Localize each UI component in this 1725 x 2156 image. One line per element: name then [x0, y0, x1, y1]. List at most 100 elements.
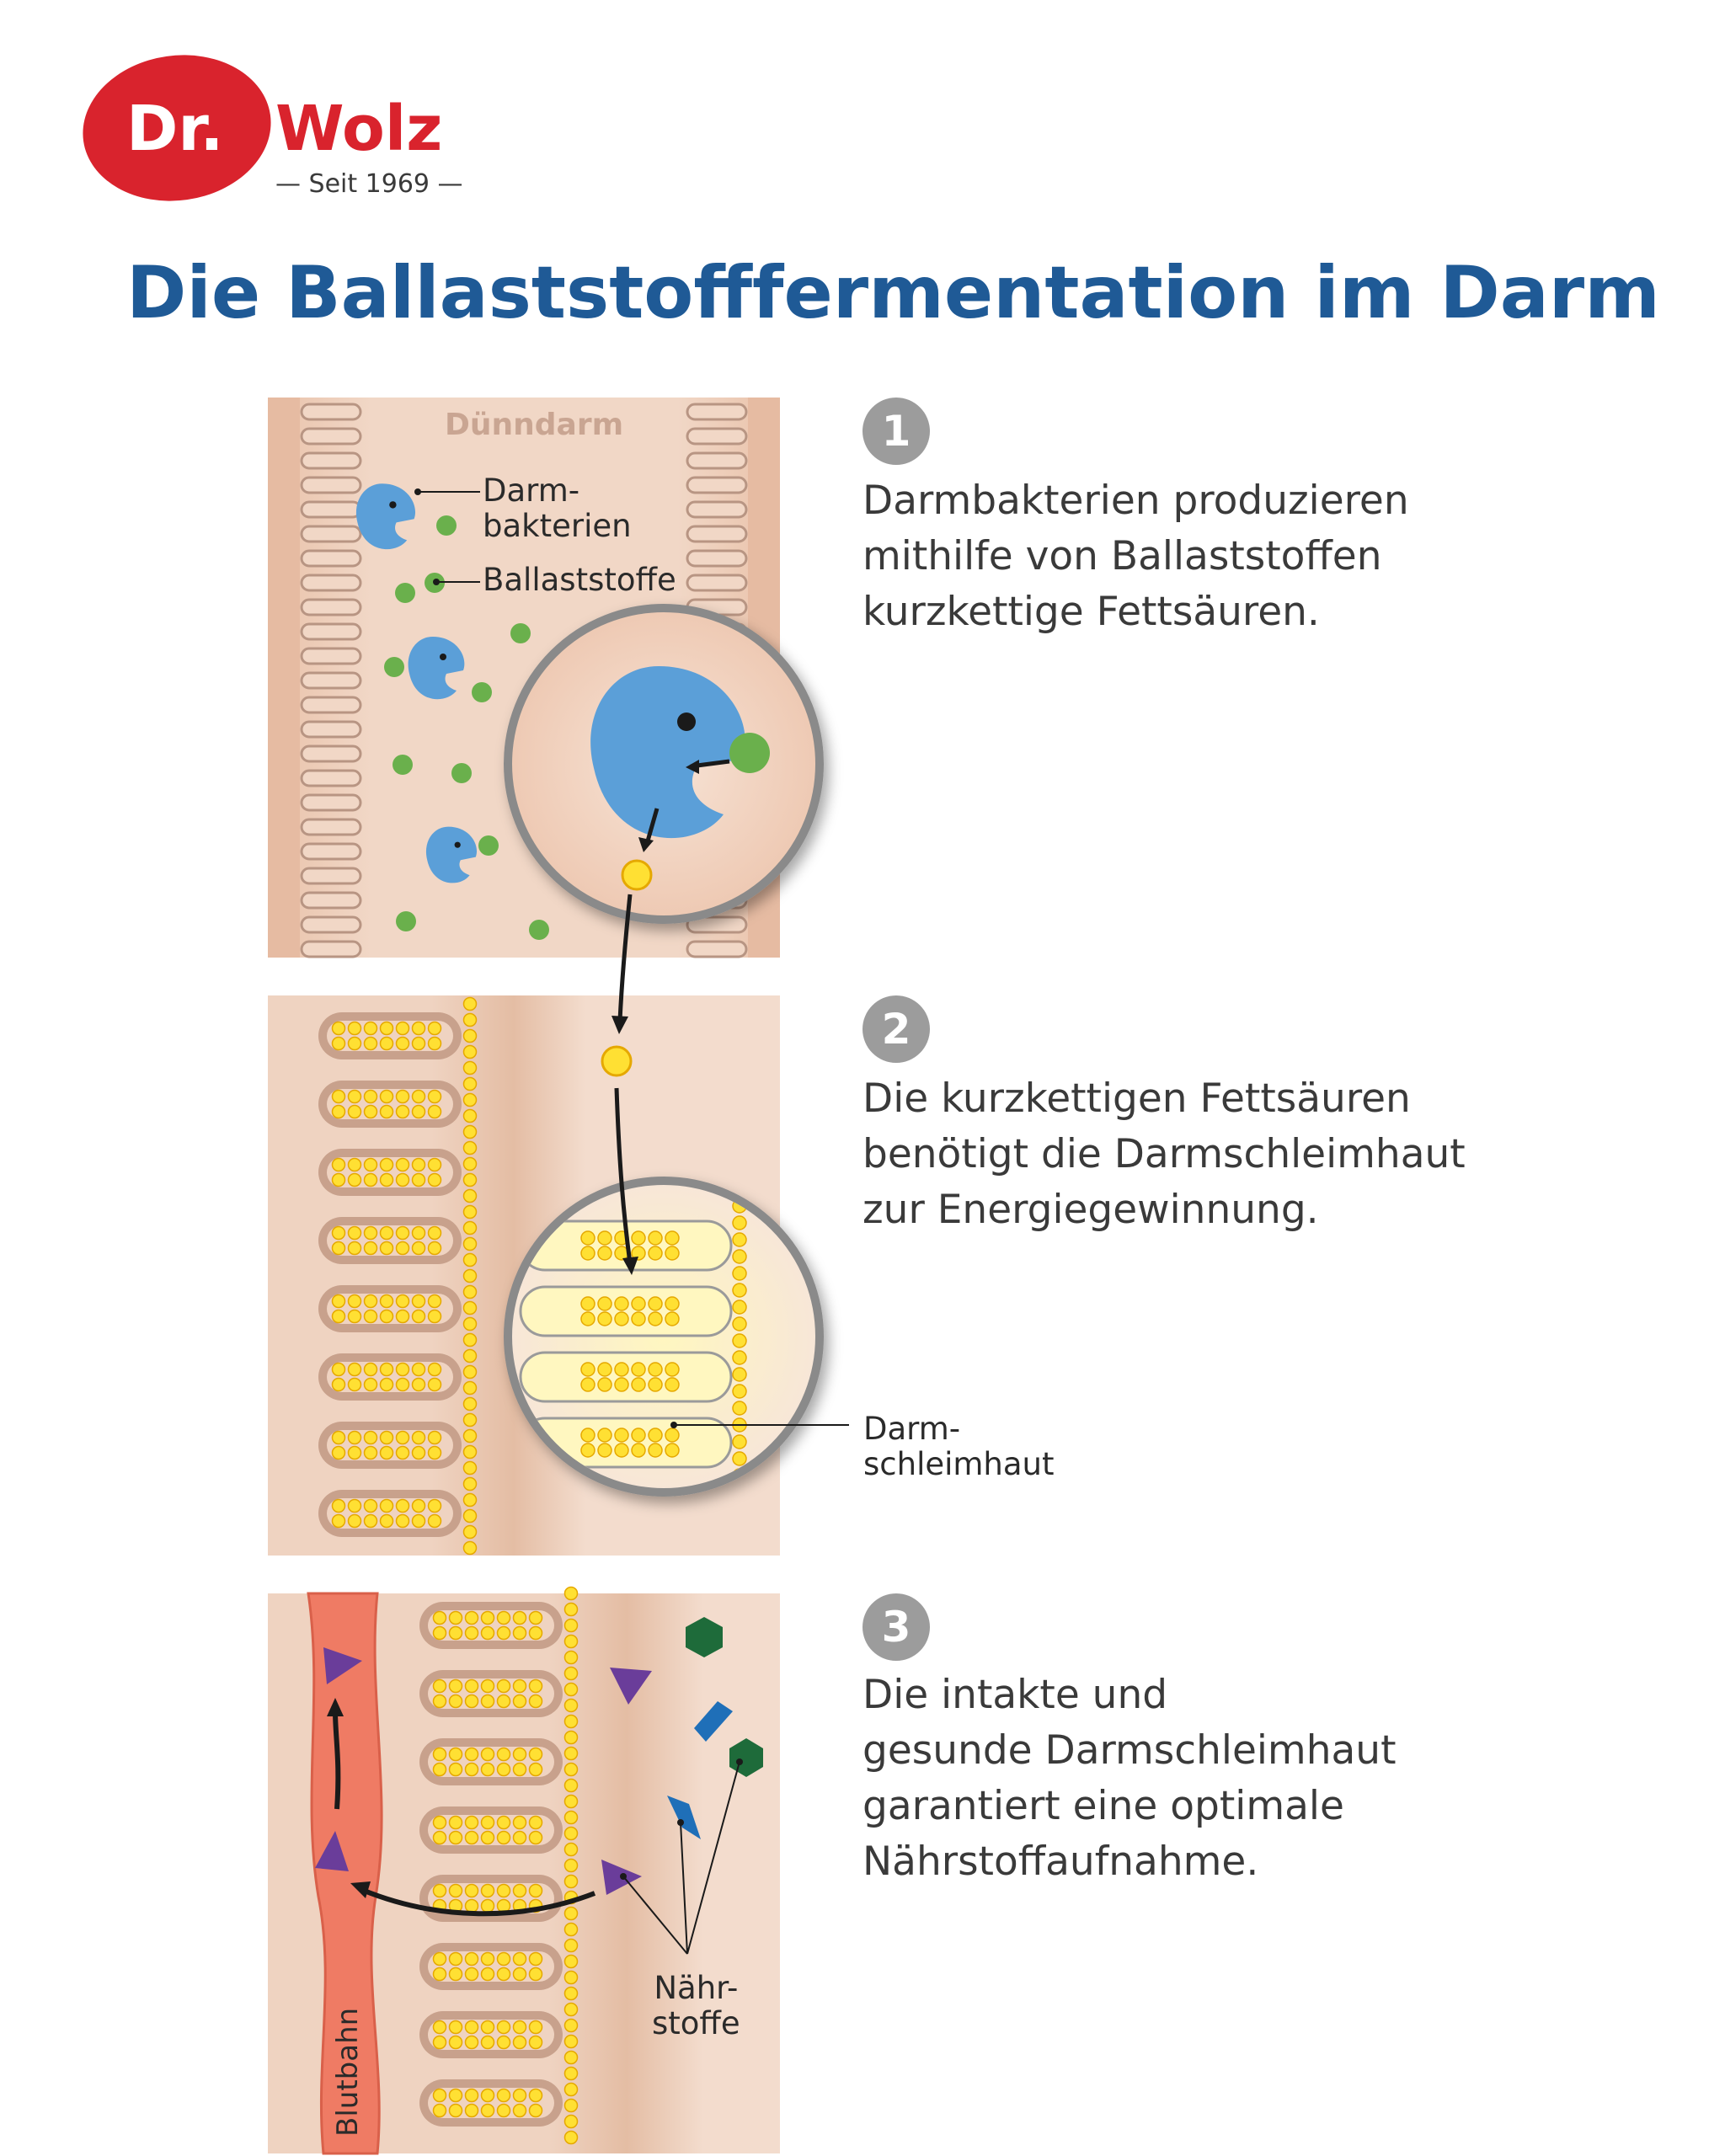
fatty-acid-dot [614, 1362, 629, 1377]
arrow-blood-flow [333, 1710, 341, 1810]
fatty-acid-dot [462, 1364, 478, 1380]
step-2-text: Die kurzkettigen Fettsäuren benötigt die… [862, 1071, 1688, 1238]
fatty-acid-dot [732, 1367, 747, 1382]
fatty-acid-dot [363, 1241, 378, 1256]
fatty-acid-dot [411, 1157, 426, 1172]
fatty-acid-dot [563, 2018, 579, 2033]
fatty-acid-dot [563, 1778, 579, 1793]
fatty-acid-dot [462, 1300, 478, 1315]
fatty-acid-dot [379, 1362, 394, 1377]
fatty-acid-dot [563, 1730, 579, 1745]
fatty-acid-dot [427, 1362, 442, 1377]
fatty-acid-dot [448, 2088, 463, 2103]
intestinal-fold [686, 549, 748, 568]
fatty-acid-dot [395, 1309, 410, 1324]
fatty-acid-dot [462, 1412, 478, 1428]
fatty-acid-dot [512, 1747, 527, 1762]
page-title: Die Ballaststofffermentation im Darm [126, 251, 1660, 335]
fatty-acid-dot [480, 1694, 495, 1709]
fatty-acid-dot [363, 1498, 378, 1513]
fatty-acid-dot [648, 1296, 663, 1311]
fatty-acid-dot [512, 1694, 527, 1709]
step-3-badge: 3 [862, 1593, 930, 1661]
fatty-acid-dot [528, 1830, 543, 1845]
dr-wolz-logo: Dr. Wolz — Seit 1969 — [83, 55, 463, 201]
panel-small-intestine: Dünndarm [268, 398, 824, 958]
fatty-acid-dot [347, 1362, 362, 1377]
intestinal-fold [300, 793, 362, 812]
fatty-acid-dot [395, 1089, 410, 1104]
fatty-acid-dot [432, 1830, 447, 1845]
fatty-acid-dot [462, 1396, 478, 1412]
fatty-acid-dot [496, 1747, 511, 1762]
fatty-acid-dot [411, 1225, 426, 1241]
fatty-acid-dot [379, 1309, 394, 1324]
intestinal-fold [300, 696, 362, 714]
intestinal-fold [300, 744, 362, 763]
fatty-acid-dot [614, 1230, 629, 1246]
fatty-acid-dot [363, 1157, 378, 1172]
fatty-acid-dot [563, 1618, 579, 1633]
fatty-acid-dot [347, 1241, 362, 1256]
fatty-acid-dot [427, 1377, 442, 1392]
fatty-acid-dot [331, 1294, 346, 1309]
fatty-acid-dot [427, 1225, 442, 1241]
fatty-acid-dot [563, 1714, 579, 1729]
fatty-acid-dot [496, 1815, 511, 1830]
fatty-acid-dot [363, 1089, 378, 1104]
fatty-acid-dot [528, 1694, 543, 1709]
fatty-acid-dot [462, 1124, 478, 1139]
fatty-acid-dot [528, 1747, 543, 1762]
bacteria-label: Darm- bakterien [483, 473, 632, 544]
intestinal-fold [300, 842, 362, 861]
step-1-line: kurzkettige Fettsäuren. [862, 589, 1320, 635]
intestinal-fold [686, 403, 748, 421]
fatty-acid-dot [563, 1698, 579, 1713]
fatty-acid-dot [462, 1188, 478, 1203]
fatty-acid-dot [597, 1443, 612, 1458]
fatty-acid-dot [427, 1157, 442, 1172]
intestinal-fold [300, 720, 362, 739]
wall-base [268, 398, 300, 958]
intestinal-fold [686, 451, 748, 470]
fatty-acid-dot [480, 1830, 495, 1845]
nutrient-triangle [610, 1668, 652, 1705]
arrow-absorption [360, 1887, 596, 1917]
fatty-acid-dot [464, 1625, 479, 1641]
fatty-acid-dot [563, 1634, 579, 1649]
fatty-acid-dot [480, 1762, 495, 1777]
fatty-acid-dot [379, 1036, 394, 1051]
fatty-acid-dot [563, 1602, 579, 1617]
bacteria-callout-dot [414, 488, 421, 495]
fatty-acid-dot [432, 1610, 447, 1625]
fatty-acid-dot [347, 1445, 362, 1460]
fatty-acid-dot [665, 1230, 680, 1246]
fatty-acid-dot [614, 1246, 629, 1261]
fatty-acid-dot [462, 1284, 478, 1299]
fatty-acid-dot [448, 2035, 463, 2050]
fatty-acid-dot [379, 1104, 394, 1119]
fatty-acid-dot [331, 1498, 346, 1513]
fatty-acid-dot [631, 1311, 646, 1326]
fatty-acid-dot [464, 1694, 479, 1709]
mucosa-label: Darm- schleimhaut [863, 1412, 1055, 1482]
mucosa-villi [318, 996, 478, 1556]
fatty-acid-dot [480, 1951, 495, 1967]
region-label-small-intestine: Dünndarm [445, 408, 623, 442]
fatty-acid-dot [448, 1815, 463, 1830]
fatty-acid-dot [496, 1967, 511, 1982]
fatty-acid-dot [597, 1311, 612, 1326]
fatty-acid-dot [614, 1443, 629, 1458]
fatty-acid-dot [580, 1230, 595, 1246]
intestinal-fold [300, 525, 362, 543]
intestinal-fold [300, 622, 362, 641]
nutrient-triangle-in-blood [315, 1831, 349, 1871]
fatty-acid-dot [528, 1967, 543, 1982]
fatty-acid-dot [462, 1460, 478, 1476]
fatty-acid-dot [331, 1021, 346, 1036]
fatty-acid-dot [528, 1951, 543, 1967]
fatty-acid-dot [427, 1430, 442, 1445]
callout-dot [620, 1873, 627, 1880]
arrowhead [638, 837, 654, 852]
fatty-acid-dot [347, 1294, 362, 1309]
